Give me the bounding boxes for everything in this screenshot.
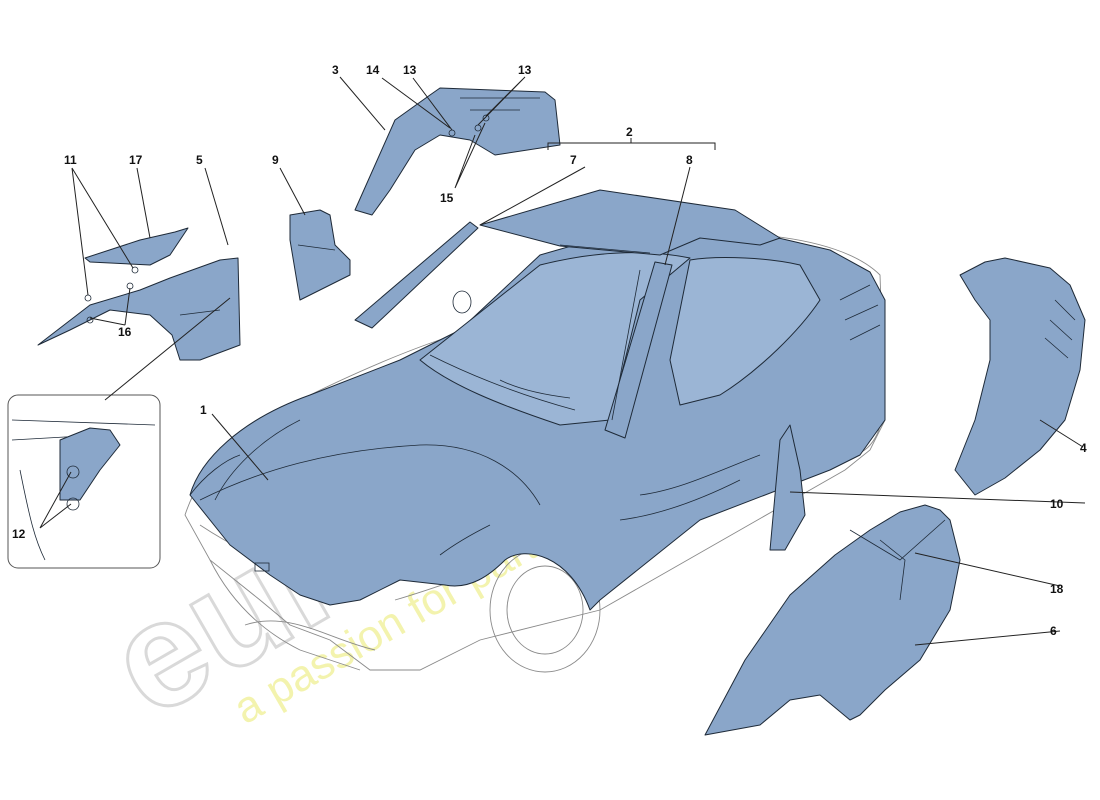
callout-10: 10 xyxy=(1050,497,1064,511)
callout-13-a: 13 xyxy=(403,63,417,77)
callout-6: 6 xyxy=(1050,624,1057,638)
callout-17: 17 xyxy=(129,153,143,167)
callout-18: 18 xyxy=(1050,582,1064,596)
callout-13-b: 13 xyxy=(518,63,532,77)
part-b-pillar xyxy=(604,261,673,439)
part-inner-panel xyxy=(289,209,351,301)
part-rear-inner-structure xyxy=(354,87,561,216)
leader-lines xyxy=(39,76,1086,646)
callout-5: 5 xyxy=(196,153,203,167)
callout-14: 14 xyxy=(366,63,380,77)
callout-15: 15 xyxy=(440,191,454,205)
part-sill-panel xyxy=(769,424,806,551)
part-rear-wheelhouse-liner xyxy=(704,504,961,736)
callout-7: 7 xyxy=(570,153,577,167)
callout-labels: 1 2 3 4 5 6 7 8 9 10 11 12 13 13 14 15 1… xyxy=(12,63,1087,638)
car-upper-body xyxy=(189,227,886,611)
callout-16: 16 xyxy=(118,325,132,339)
callout-3: 3 xyxy=(332,63,339,77)
part-roof xyxy=(479,189,781,256)
part-a-pillar-trim xyxy=(354,221,479,329)
callout-4: 4 xyxy=(1080,441,1087,455)
part-rear-fender xyxy=(954,257,1086,496)
callout-12: 12 xyxy=(12,527,26,541)
callout-9: 9 xyxy=(272,153,279,167)
callout-11: 11 xyxy=(64,153,77,167)
part-front-wheelhouse xyxy=(37,227,241,361)
detail-inset xyxy=(7,394,161,569)
callout-8: 8 xyxy=(686,153,693,167)
callout-2: 2 xyxy=(626,125,633,139)
callout-1: 1 xyxy=(200,403,207,417)
